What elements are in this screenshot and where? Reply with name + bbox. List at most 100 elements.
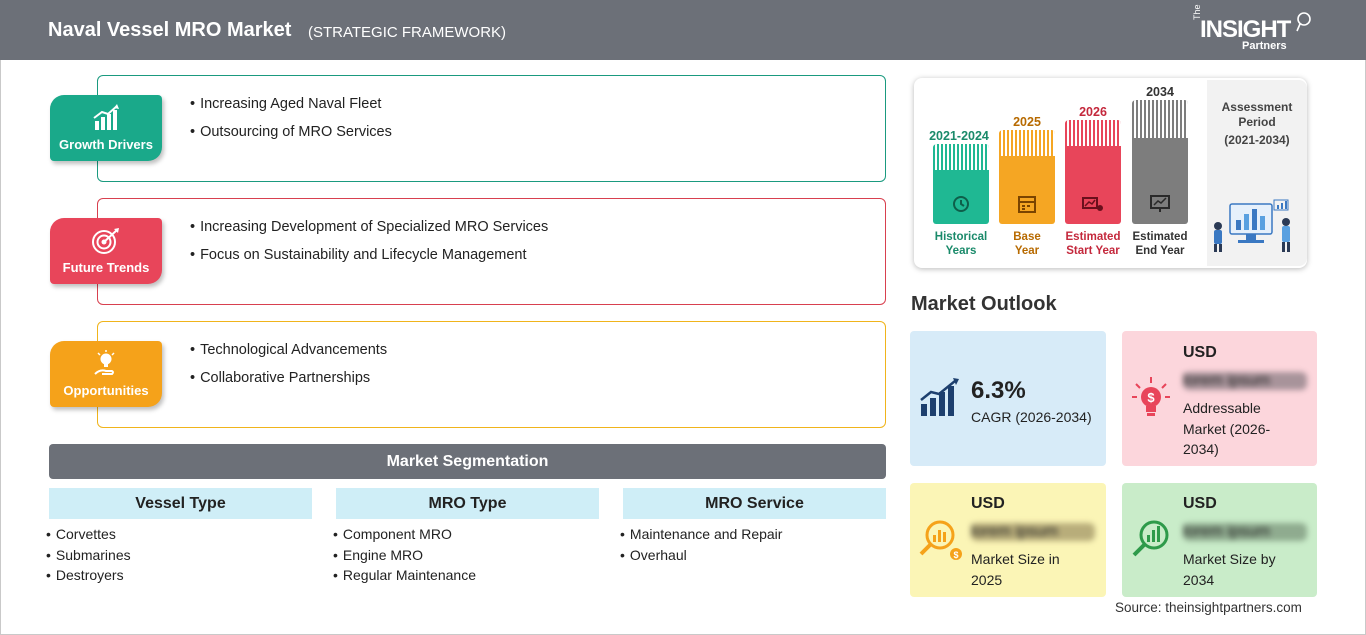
addressable-label-line3: 2034) xyxy=(1183,441,1219,457)
segment-mro-service-header: MRO Service xyxy=(623,488,886,519)
segment-mro-type-list: Component MRO Engine MRO Regular Mainten… xyxy=(333,526,476,588)
page-title: Naval Vessel MRO Market xyxy=(48,19,292,41)
list-item: Corvettes xyxy=(46,526,131,547)
growth-chart-icon xyxy=(93,104,119,130)
growth-drivers-list: Increasing Aged Naval Fleet Outsourcing … xyxy=(190,96,392,152)
addressable-label-line2: Market (2026- xyxy=(1183,420,1271,437)
svg-text:$: $ xyxy=(1147,390,1155,405)
addressable-currency: USD xyxy=(1183,344,1217,361)
source-note[interactable]: Source: theinsightpartners.com xyxy=(1115,600,1302,615)
period-label-line1: Estimated xyxy=(1065,231,1121,243)
period-bar-historical xyxy=(933,144,989,224)
segment-vessel-type-header: Vessel Type xyxy=(49,488,312,519)
period-stripes xyxy=(933,144,989,170)
segment-mro-service-list: Maintenance and Repair Overhaul xyxy=(620,526,783,568)
future-trends-card: Increasing Development of Specialized MR… xyxy=(97,198,886,305)
presentation-board-icon xyxy=(1150,195,1170,212)
list-item: Submarines xyxy=(46,547,131,568)
period-bar-end xyxy=(1132,100,1188,224)
period-year-base: 2025 xyxy=(1013,115,1041,129)
market-size-2025-box: USD lorem ipsum Market Size in 2025 $ xyxy=(910,483,1106,597)
period-year-start: 2026 xyxy=(1079,105,1107,119)
history-clock-icon xyxy=(953,196,969,212)
list-item: Outsourcing of MRO Services xyxy=(190,124,392,152)
list-item: Overhaul xyxy=(620,547,782,568)
addressable-value-blurred: lorem ipsum xyxy=(1183,372,1307,390)
opportunities-card: Technological Advancements Collaborative… xyxy=(97,321,886,428)
period-label-line1: Base xyxy=(1013,231,1041,243)
future-trends-list: Increasing Development of Specialized MR… xyxy=(190,219,548,275)
period-bar-start xyxy=(1065,120,1121,224)
list-item: Technological Advancements xyxy=(190,342,387,370)
period-year-historical: 2021-2024 xyxy=(929,129,989,143)
list-item: Increasing Development of Specialized MR… xyxy=(190,219,548,247)
size-2025-value-blurred: lorem ipsum xyxy=(971,523,1095,541)
size-2034-label: Market Size by 2034 xyxy=(1183,549,1276,590)
period-label-line2: Year xyxy=(1014,245,1040,257)
magnifier-growth-icon xyxy=(1132,520,1169,557)
lightbulb-dollar-icon: $ xyxy=(1132,377,1170,416)
header-bar: Naval Vessel MRO Market (STRATEGIC FRAME… xyxy=(0,0,1366,60)
assessment-period-range: (2021-2034) xyxy=(1224,133,1290,147)
period-label-line1: Historical xyxy=(934,231,988,243)
period-stripes xyxy=(1065,120,1121,146)
size-2025-currency: USD xyxy=(971,495,1005,512)
cagr-value: 6.3% xyxy=(971,377,1026,404)
calendar-icon xyxy=(1018,196,1036,213)
size-2034-currency: USD xyxy=(1183,495,1217,512)
period-stripes xyxy=(1132,100,1188,138)
list-item: Increasing Aged Naval Fleet xyxy=(190,96,392,124)
period-label-line2: Start Year xyxy=(1066,245,1120,257)
assessment-period-label: Assessment Period xyxy=(1221,100,1293,129)
segment-mro-type-header: MRO Type xyxy=(336,488,599,519)
size-2034-value-blurred: lorem ipsum xyxy=(1183,523,1307,541)
logo-insight: INSIGHT xyxy=(1200,16,1291,43)
logo-swoosh-icon xyxy=(1296,12,1311,32)
future-trends-label: Future Trends xyxy=(62,260,150,275)
cagr-box xyxy=(910,331,1106,466)
opportunities-list: Technological Advancements Collaborative… xyxy=(190,342,387,398)
list-item: Collaborative Partnerships xyxy=(190,370,387,398)
size-2034-label-line1: Market Size by xyxy=(1183,551,1276,567)
cagr-label: CAGR (2026-2034) xyxy=(971,409,1092,425)
period-label-line1: Estimated xyxy=(1132,231,1188,243)
size-2025-label-line1: Market Size in xyxy=(971,551,1060,567)
opportunities-label: Opportunities xyxy=(63,383,149,398)
insight-partners-logo[interactable]: The INSIGHT Partners xyxy=(1192,4,1312,54)
growth-drivers-label: Growth Drivers xyxy=(59,137,153,152)
future-trends-badge: Future Trends xyxy=(50,218,162,284)
market-size-2034-box: USD lorem ipsum Market Size by 2034 xyxy=(1122,483,1317,597)
growth-drivers-badge: Growth Drivers xyxy=(50,95,162,161)
segment-vessel-type-list: Corvettes Submarines Destroyers xyxy=(46,526,131,588)
magnifier-chart-icon: $ xyxy=(919,520,962,560)
list-item: Maintenance and Repair xyxy=(620,526,783,547)
opportunities-badge: Opportunities xyxy=(50,341,162,407)
addressable-label-line1: Addressable xyxy=(1183,400,1261,416)
list-item: Destroyers xyxy=(46,567,131,588)
list-item: Regular Maintenance xyxy=(333,567,476,588)
target-icon xyxy=(92,228,119,254)
list-item: Focus on Sustainability and Lifecycle Ma… xyxy=(190,247,548,275)
size-2025-label-line2: 2025 xyxy=(971,571,1003,588)
growth-bars-icon xyxy=(920,378,959,416)
svg-text:$: $ xyxy=(953,550,958,560)
chart-monitor-icon xyxy=(1082,197,1103,211)
lightbulb-hand-icon xyxy=(94,350,115,375)
period-year-end: 2034 xyxy=(1146,85,1174,99)
period-bar-base xyxy=(999,130,1055,224)
page-subtitle: (STRATEGIC FRAMEWORK) xyxy=(308,24,507,41)
growth-drivers-card: Increasing Aged Naval Fleet Outsourcing … xyxy=(97,75,886,182)
analytics-people-illustration-icon xyxy=(1214,199,1290,252)
market-outlook-title: Market Outlook xyxy=(911,293,1057,315)
size-2034-label-line2: 2034 xyxy=(1183,571,1215,588)
list-item: Component MRO xyxy=(333,526,476,547)
market-segmentation-header: Market Segmentation xyxy=(49,444,886,479)
period-label-line2: Years xyxy=(945,245,977,257)
size-2025-label: Market Size in 2025 xyxy=(971,549,1060,590)
